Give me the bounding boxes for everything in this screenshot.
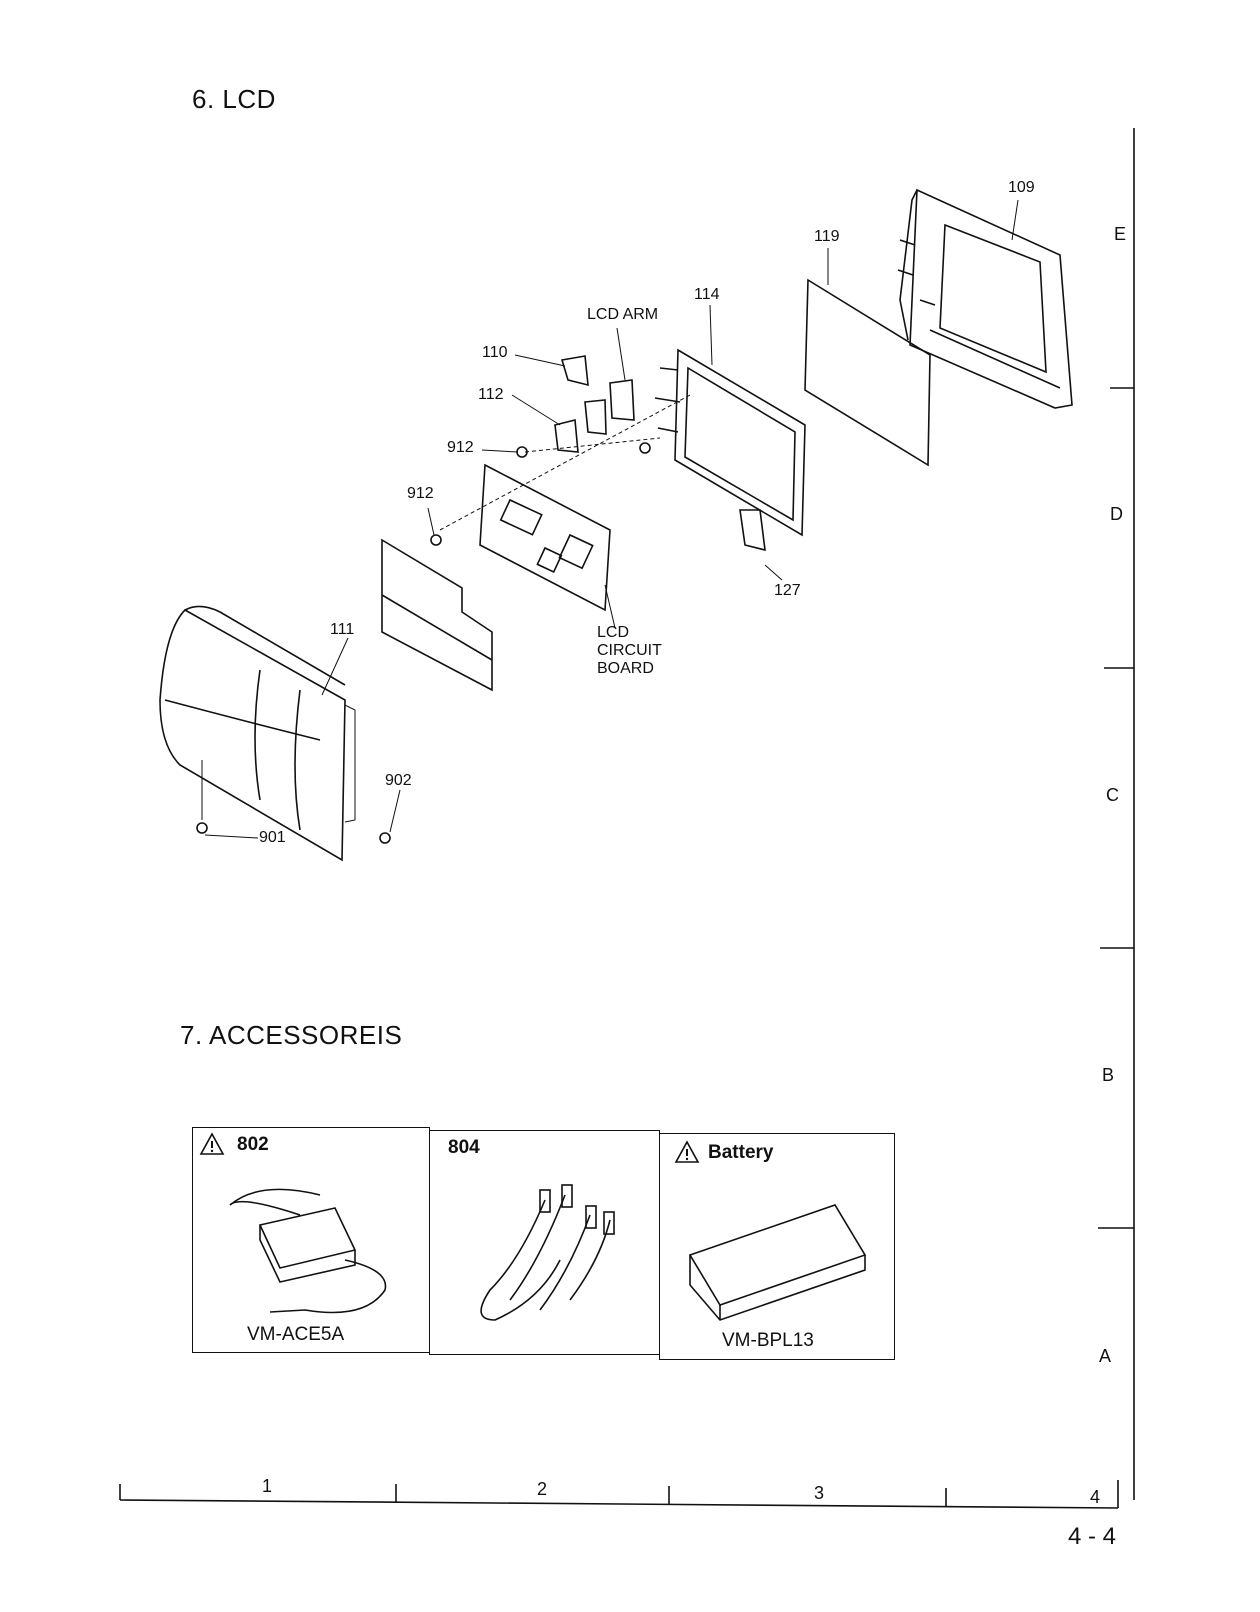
- shield-sheet-line: [382, 595, 492, 660]
- grid-row-label: B: [1102, 1065, 1114, 1086]
- part-label-lcd-circuit-board-line1: LCD: [597, 624, 629, 642]
- frame-bottom-border: [120, 1500, 1118, 1508]
- accessory-cell-802: 802 VM-ACE5A: [192, 1127, 430, 1353]
- lcd-cover-111: [160, 606, 345, 860]
- part-label-111: 111: [330, 621, 354, 639]
- part-label-lcd-circuit-board-line3: BOARD: [597, 660, 654, 678]
- grid-column-label: 3: [814, 1483, 824, 1504]
- part-label-127: 127: [774, 582, 801, 600]
- screw-901: [197, 823, 207, 833]
- lcd-arm-brackets: [555, 356, 634, 452]
- part-label-112: 112: [478, 386, 504, 404]
- grid-row-label: C: [1106, 785, 1119, 806]
- accessory-code: 804: [448, 1137, 480, 1159]
- warning-triangle-icon: [199, 1132, 225, 1156]
- accessory-code: Battery: [708, 1142, 773, 1164]
- warning-triangle-icon: [674, 1140, 700, 1164]
- lcd-holder-frame-109: [898, 190, 1072, 408]
- grid-row-label: D: [1110, 504, 1123, 525]
- part-label-109: 109: [1008, 179, 1035, 197]
- grid-column-label: 4: [1090, 1487, 1100, 1508]
- part-label-119: 119: [814, 228, 840, 246]
- screw-chassis: [640, 443, 650, 453]
- grid-column-label: 1: [262, 1476, 272, 1497]
- screw-912-lower: [431, 535, 441, 545]
- part-label-912-lower: 912: [407, 485, 434, 503]
- grid-column-label: 2: [537, 1479, 547, 1500]
- lcd-circuit-board: [480, 465, 610, 610]
- leader-lines: [202, 200, 1018, 838]
- lcd-chassis-114: [655, 350, 805, 550]
- shield-sheet: [382, 540, 492, 690]
- part-label-902: 902: [385, 772, 412, 790]
- accessory-cell-804: 804: [429, 1130, 660, 1355]
- part-label-110: 110: [482, 344, 508, 362]
- accessory-model: VM-BPL13: [722, 1330, 814, 1352]
- accessory-cell-battery: Battery VM-BPL13: [659, 1133, 895, 1360]
- grid-row-label: A: [1099, 1346, 1111, 1367]
- part-label-lcd-circuit-board-line2: CIRCUIT: [597, 642, 662, 660]
- part-label-901: 901: [259, 829, 286, 847]
- accessory-code: 802: [237, 1134, 269, 1156]
- screw-902: [380, 833, 390, 843]
- grid-row-label: E: [1114, 224, 1126, 245]
- part-label-912-upper: 912: [447, 439, 474, 457]
- part-label-lcd-arm: LCD ARM: [587, 306, 658, 324]
- page-number: 4 - 4: [1068, 1523, 1116, 1551]
- part-label-114: 114: [694, 286, 720, 304]
- accessory-model: VM-ACE5A: [247, 1324, 344, 1346]
